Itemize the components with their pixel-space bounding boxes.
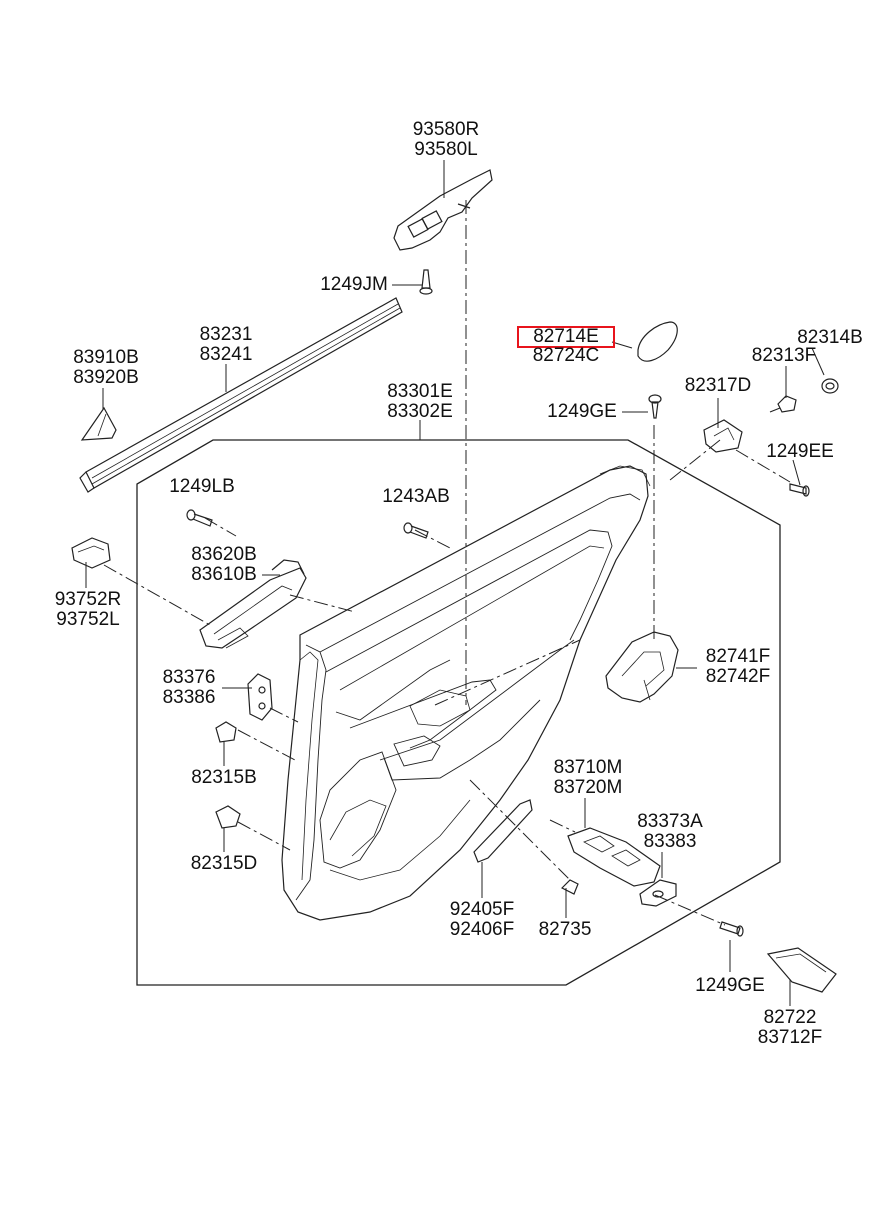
part-number: 82724C [532,345,600,366]
courtesy-lamp-92405 [474,800,532,862]
part-number: 83373A [637,811,703,832]
part-number: 83620B [191,544,257,565]
label-83910: 83910B 83920B [66,348,146,388]
guide-lines [104,200,790,925]
part-number: 82722 [763,1007,817,1028]
part-number: 1249EE [766,441,834,462]
part-number: 83720M [553,777,623,798]
part-number: 82315D [190,853,258,874]
screw-1249ee [790,484,809,496]
part-number: 92406F [449,919,515,940]
rod-clip-82313f [770,396,796,412]
part-number: 83302E [387,401,453,422]
door-trim-panel [282,466,650,920]
ring-82314b [822,379,838,393]
inside-handle-82741 [606,632,678,702]
clip-82315b [216,722,236,742]
label-1249ge-bottom: 1249GE [688,976,772,996]
clip-82315d [216,806,240,828]
label-83373: 83373A 83383 [626,812,714,852]
part-number: 1249JM [320,274,388,295]
label-83231: 83231 83241 [190,325,262,365]
label-82722: 82722 83712F [748,1008,832,1048]
part-number: 83710M [553,757,623,778]
screw-1243ab [404,523,428,538]
bracket-82317d [704,420,742,452]
screw-1249jm [420,270,432,294]
part-number: 82742F [705,666,771,687]
label-82714: 82714E 82724C [517,326,615,366]
power-window-switch-93752 [72,538,110,568]
armrest-pad-82714e [638,322,677,361]
bracket-83373 [640,880,676,906]
label-82317: 82317D [676,376,760,396]
part-number: 82317D [684,375,752,396]
label-83620: 83620B 83610B [182,545,266,585]
part-number: 83712F [757,1027,823,1048]
part-number: 83301E [387,381,453,402]
part-number: 1249LB [169,476,235,497]
assembly-boundary [137,440,780,985]
part-number: 93752L [56,609,120,630]
delta-garnish [82,408,116,440]
part-number: 92405F [449,899,515,920]
part-number: 93752R [54,589,122,610]
part-number: 83910B [73,347,139,368]
label-83376: 83376 83386 [152,668,226,708]
screw-1249lb [187,510,212,526]
label-1249ee: 1249EE [758,442,842,462]
part-number: 83241 [199,344,253,365]
part-number: 83386 [162,687,216,708]
part-number: 82735 [538,919,592,940]
inside-handle-housing-83620 [200,560,306,648]
screw-1249ge-bottom [720,922,743,936]
label-82315d: 82315D [182,854,266,874]
highlighted-part-number: 82714E [517,326,615,348]
label-82314: 82314B [790,328,870,348]
part-number: 82313F [751,345,817,366]
part-number: 83383 [643,831,697,852]
label-82313: 82313F [744,346,824,366]
label-93752: 93752R 93752L [46,590,130,630]
part-number: 83231 [199,324,253,345]
part-number: 1249GE [695,975,765,996]
garnish-82722 [768,948,836,992]
part-number: 83610B [191,564,257,585]
part-number: 82315B [191,767,257,788]
part-number: 93580L [414,139,478,160]
cap-82735 [562,880,578,894]
part-number: 83920B [73,367,139,388]
label-82741: 82741F 82742F [696,647,780,687]
label-1243ab: 1243AB [374,487,458,507]
weatherstrip-belt-molding [80,298,402,492]
part-number: 82741F [705,646,771,667]
power-window-switch-83710 [568,828,660,886]
part-number: 83376 [162,667,216,688]
label-83301: 83301E 83302E [378,382,462,422]
label-92405: 92405F 92406F [440,900,524,940]
label-1249jm: 1249JM [314,275,394,295]
part-number: 82314B [797,327,863,348]
label-1249lb: 1249LB [162,477,242,497]
label-1249ge-top: 1249GE [540,402,624,422]
screw-1249ge-top [649,395,661,418]
part-number: 93580R [412,119,480,140]
part-number: 1249GE [547,401,617,422]
part-number: 1243AB [382,486,450,507]
bracket-83376 [248,674,272,720]
label-82315b: 82315B [182,768,266,788]
label-83710: 83710M 83720M [544,758,632,798]
window-switch-panel [394,170,492,250]
label-93580: 93580R 93580L [400,120,492,160]
label-82735: 82735 [530,920,600,940]
